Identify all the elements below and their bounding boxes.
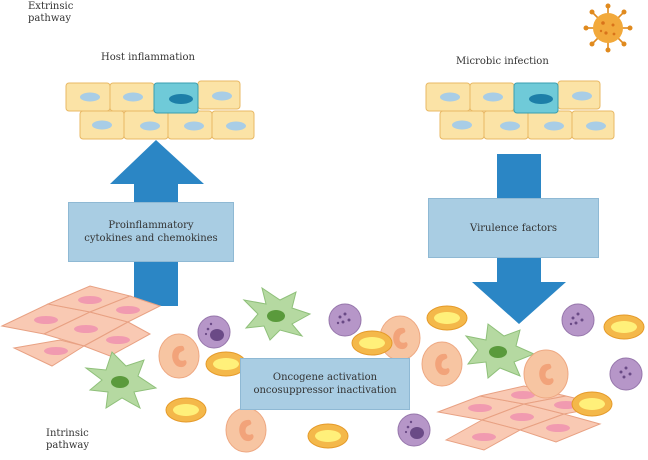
proinflammatory-line1: Proinflammatory <box>108 220 194 231</box>
virulence-factors-box: Virulence factors <box>428 198 599 258</box>
intrinsic-label: Intrinsic pathway <box>46 428 89 452</box>
infected-epithelium-cells <box>425 80 615 140</box>
oncogene-line1: Oncogene activation <box>272 372 378 383</box>
neutrophil-cells <box>158 315 569 453</box>
virus-icon <box>583 3 633 53</box>
tissue-sheet-left <box>0 285 162 367</box>
microbic-infection-label: Microbic infection <box>456 56 549 67</box>
oval-cells <box>165 305 645 449</box>
intrinsic-label-line1: Intrinsic <box>46 428 89 439</box>
virulence-factors-label: Virulence factors <box>470 222 557 234</box>
macrophage-cells <box>84 286 536 410</box>
extrinsic-label-line2: pathway <box>28 13 71 24</box>
proinflammatory-line2: cytokines and chemokines <box>84 233 218 244</box>
oncogene-box: Oncogene activation oncosuppressor inact… <box>240 358 410 410</box>
oncogene-line2: oncosuppressor inactivation <box>253 385 397 396</box>
extrinsic-label-line1: Extrinsic <box>28 1 74 12</box>
extrinsic-label: Extrinsic pathway <box>28 1 73 25</box>
intrinsic-label-line2: pathway <box>46 440 89 451</box>
lymphocyte-cells <box>197 303 643 447</box>
tissue-sheet-right <box>436 385 609 451</box>
host-epithelium-cells <box>65 80 255 140</box>
proinflammatory-box: Proinflammatory cytokines and chemokines <box>68 202 234 262</box>
host-inflammation-label: Host inflammation <box>101 52 195 63</box>
